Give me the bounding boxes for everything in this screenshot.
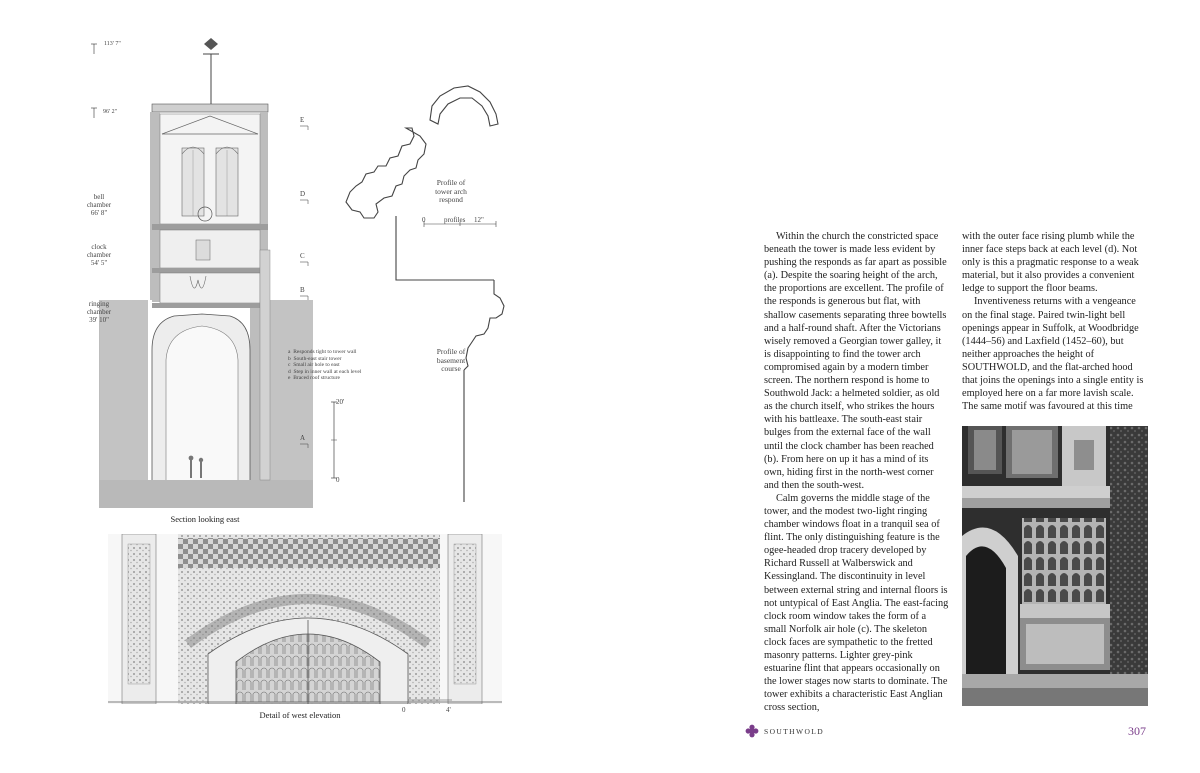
body-text-column-1: Within the church the constricted space … xyxy=(764,230,950,714)
paragraph: Within the church the constricted space … xyxy=(764,231,947,491)
section-marker-a: A xyxy=(300,434,306,442)
section-caption: Section looking east xyxy=(170,514,240,524)
elevation-caption: Detail of west elevation xyxy=(259,710,341,720)
profile-scale-label-mid: profiles xyxy=(444,216,466,224)
profile-scale-label-12: 12" xyxy=(474,216,484,224)
paragraph: with the outer face rising plumb while t… xyxy=(962,231,1139,295)
section-marker-c: C xyxy=(300,252,305,260)
profile-drawing xyxy=(345,85,505,502)
tower-section-drawing xyxy=(91,38,313,508)
elevation-scale-label-0: 0 xyxy=(402,706,406,714)
vertical-scale-bar xyxy=(331,401,337,479)
paragraph: Inventiveness returns with a vengeance o… xyxy=(962,296,1144,413)
page-number: 307 xyxy=(1128,724,1146,738)
body-text-column-2: with the outer face rising plumb while t… xyxy=(962,230,1148,413)
elevation-scale-label-4: 4' xyxy=(446,706,451,714)
height-parapet-label: 96' 2" xyxy=(103,109,118,115)
quatrefoil-icon xyxy=(745,724,759,738)
height-top-label: 113' 7" xyxy=(104,41,121,47)
drawing-legend: a Responds tight to tower wall b South-e… xyxy=(288,349,362,382)
scale-bar-top-label: 20' xyxy=(336,398,345,406)
tower-detail-photo xyxy=(962,426,1148,706)
section-marker-d: D xyxy=(300,190,306,198)
section-marker-b: B xyxy=(300,286,305,294)
running-footer-title: SOUTHWOLD xyxy=(764,727,825,736)
profile-scale-label-0: 0 xyxy=(422,216,426,224)
section-marker-e: E xyxy=(300,116,305,124)
paragraph: Calm governs the middle stage of the tow… xyxy=(764,492,949,714)
west-elevation-drawing xyxy=(108,534,502,704)
scale-bar-bottom-label: 0 xyxy=(336,476,340,484)
